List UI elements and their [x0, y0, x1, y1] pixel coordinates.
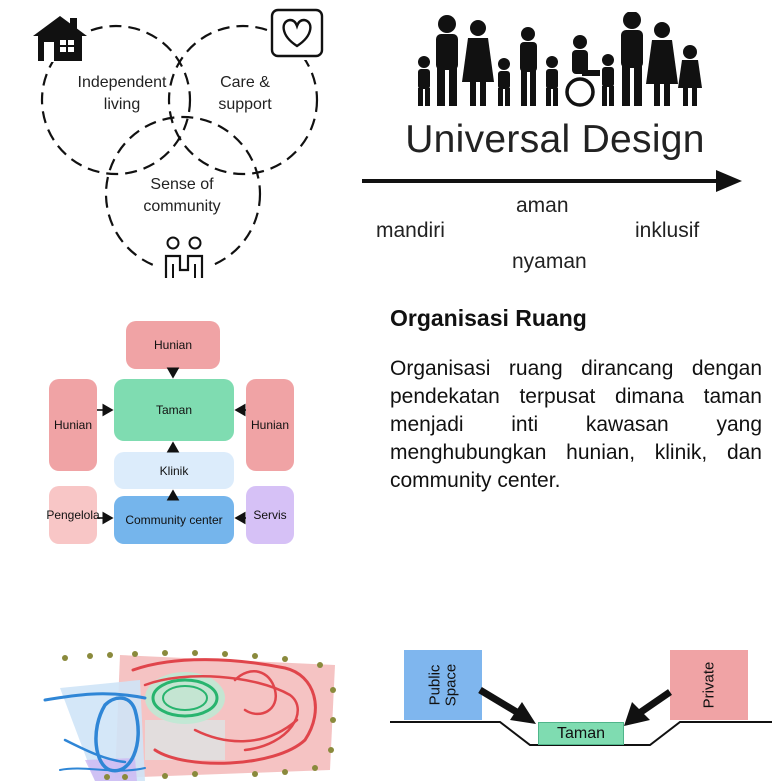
- universal-arrow: [362, 170, 742, 192]
- box-pengelola: Pengelola: [46, 486, 100, 544]
- word-nyaman: nyaman: [512, 250, 587, 273]
- box-hunian-top: Hunian: [126, 321, 220, 369]
- venn-label-care: Care &support: [218, 74, 272, 113]
- section-taman-label: Taman: [538, 722, 624, 745]
- box-servis: Servis: [246, 486, 294, 544]
- site-plan-sketch: [43, 650, 336, 781]
- section-ground-line: [390, 686, 772, 746]
- box-hunian-right: Hunian: [246, 379, 294, 471]
- heart-frame-icon: [268, 6, 326, 60]
- private-box: Private: [670, 650, 748, 720]
- word-aman: aman: [516, 194, 569, 217]
- word-inklusif: inklusif: [635, 219, 700, 242]
- box-hunian-left: Hunian: [49, 379, 97, 471]
- box-community-center: Community center: [114, 496, 234, 544]
- organisasi-heading: Organisasi Ruang: [390, 305, 587, 331]
- universal-design-title: Universal Design: [405, 118, 705, 161]
- family-silhouette-icon: [418, 12, 702, 107]
- people-icon: [158, 230, 210, 282]
- box-taman: Taman: [114, 379, 234, 441]
- house-icon: [28, 14, 88, 62]
- venn-circle-care: [167, 24, 319, 176]
- venn-circle-independent: [40, 24, 192, 176]
- organisasi-paragraph: Organisasi ruang dirancang dengan pendek…: [390, 357, 762, 492]
- box-klinik: Klinik: [114, 452, 234, 489]
- word-mandiri: mandiri: [376, 219, 445, 242]
- venn-diagram: [28, 6, 326, 282]
